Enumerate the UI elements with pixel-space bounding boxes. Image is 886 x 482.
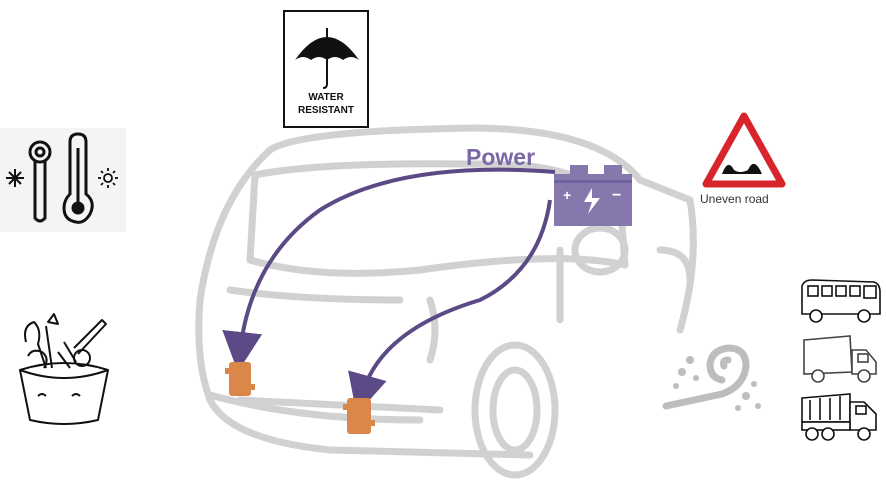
car-outline [195,124,697,479]
water-resistant-badge: WATER RESISTANT [283,10,369,128]
umbrella-icon [295,28,359,89]
thermometer-icon [6,132,118,224]
delivery-van-icon [803,335,877,383]
water-label-line2: RESISTANT [298,105,354,116]
dust-swirl-icon [662,344,761,411]
water-label-line1: WATER [308,92,344,103]
uneven-road-label: Uneven road [700,192,769,206]
power-label: Power [466,144,536,170]
car-battery-icon: + − [554,165,632,226]
snowflake-icon [6,169,24,187]
power-arrow-right [348,199,552,415]
bus-icon [801,279,881,323]
svg-text:−: − [612,187,621,204]
power-arrow-left [222,167,556,372]
gps-tracker-left [225,362,255,396]
temperature-panel [0,128,126,232]
sun-icon [98,168,118,188]
gps-tracker-right [343,398,375,434]
dump-truck-icon [801,393,877,441]
uneven-road-sign-icon [702,112,786,188]
tool-bucket-icon [19,313,109,425]
svg-text:+: + [563,187,571,203]
